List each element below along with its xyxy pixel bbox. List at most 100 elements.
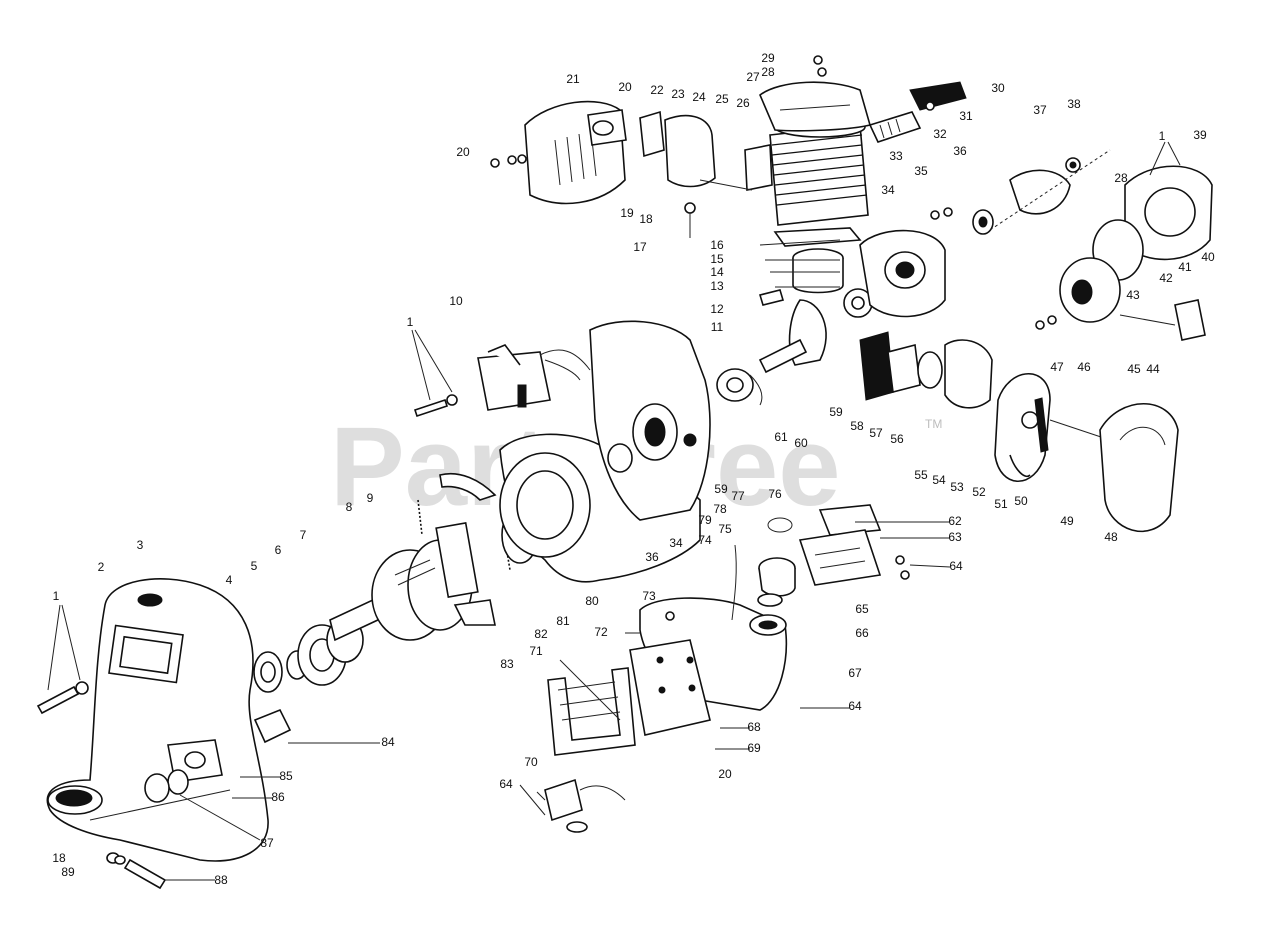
callout-number: 68 <box>747 720 761 734</box>
callout-number: 18 <box>639 212 653 226</box>
callout-number: 42 <box>1159 271 1173 285</box>
callout-number: 17 <box>633 240 647 254</box>
callout-number: 4 <box>226 573 233 587</box>
callout-number: 64 <box>848 699 862 713</box>
callout-number: 38 <box>1067 97 1081 111</box>
callout-number: 64 <box>949 559 963 573</box>
callout-number: 72 <box>594 625 608 639</box>
callout-number: 73 <box>642 589 656 603</box>
callout-number: 5 <box>251 559 258 573</box>
callout-number: 18 <box>52 851 66 865</box>
callout-number: 60 <box>794 436 808 450</box>
callout-number: 80 <box>585 594 599 608</box>
callout-number: 47 <box>1050 360 1064 374</box>
callout-number: 13 <box>710 279 724 293</box>
switch <box>544 778 626 833</box>
callout-number: 89 <box>61 865 75 879</box>
callout-number: 63 <box>948 530 962 544</box>
callout-number: 50 <box>1014 494 1028 508</box>
callout-number: 58 <box>850 419 864 433</box>
starter-group <box>1035 165 1213 341</box>
callout-number: 8 <box>346 500 353 514</box>
cylinder <box>769 116 869 226</box>
guard <box>547 667 636 756</box>
callout-number: 21 <box>566 72 580 86</box>
callout-number: 26 <box>736 96 750 110</box>
callout-number: 29 <box>761 51 775 65</box>
callout-number: 64 <box>499 777 513 791</box>
ignition-module <box>413 344 591 418</box>
callout-number: 71 <box>529 644 543 658</box>
callout-number: 23 <box>671 87 685 101</box>
piston-crank <box>758 227 873 374</box>
cylinder-cover <box>759 55 871 132</box>
part-76-circle <box>767 517 793 533</box>
callout-number: 36 <box>645 550 659 564</box>
callout-number: 14 <box>710 265 724 279</box>
callout-number: 24 <box>692 90 706 104</box>
callout-number: 57 <box>869 426 883 440</box>
callout-number: 41 <box>1178 260 1192 274</box>
callout-number: 36 <box>953 144 967 158</box>
callout-number: 33 <box>889 149 903 163</box>
callout-number: 37 <box>1033 103 1047 117</box>
callout-number: 88 <box>214 873 228 887</box>
callout-number: 56 <box>890 432 904 446</box>
cover-plate <box>989 149 1111 231</box>
callout-number: 7 <box>300 528 307 542</box>
leader-lines <box>47 141 1181 881</box>
callout-number: 70 <box>524 755 538 769</box>
callout-number: 39 <box>1193 128 1207 142</box>
callout-number: 32 <box>933 127 947 141</box>
callout-number: 76 <box>768 487 782 501</box>
fuel-tank-group <box>629 544 788 736</box>
callout-number: 35 <box>914 164 928 178</box>
callout-number: 66 <box>855 626 869 640</box>
callout-number: 87 <box>260 836 274 850</box>
air-filter-group <box>994 373 1179 533</box>
callout-number: 79 <box>698 513 712 527</box>
callout-number: 34 <box>669 536 683 550</box>
callout-number: 15 <box>710 252 724 266</box>
callout-number: 74 <box>698 533 712 547</box>
callout-number: 43 <box>1126 288 1140 302</box>
callout-number: 65 <box>855 602 869 616</box>
callout-number: 11 <box>711 320 724 334</box>
callout-number: 20 <box>718 767 732 781</box>
callout-number: 84 <box>381 735 395 749</box>
engine-case <box>499 320 711 583</box>
callout-number: 2 <box>98 560 105 574</box>
crankcase-half <box>859 207 994 318</box>
callout-number: 1 <box>53 589 60 603</box>
callout-number: 69 <box>747 741 761 755</box>
plate-and-cap <box>757 504 910 607</box>
callout-number: 53 <box>950 480 964 494</box>
callout-number: 22 <box>650 83 664 97</box>
callout-number: 9 <box>367 491 374 505</box>
callout-number: 54 <box>932 473 946 487</box>
callout-number: 34 <box>881 183 895 197</box>
callout-number: 61 <box>774 430 788 444</box>
callout-number: 20 <box>456 145 470 159</box>
callout-number: 28 <box>761 65 775 79</box>
callout-number: 3 <box>137 538 144 552</box>
callout-number: 81 <box>556 614 570 628</box>
callout-number: 78 <box>713 502 727 516</box>
callout-number: 82 <box>534 627 548 641</box>
callout-number: 6 <box>275 543 282 557</box>
callout-number: 59 <box>714 482 728 496</box>
callout-number: 12 <box>710 302 724 316</box>
callout-number: 31 <box>959 109 973 123</box>
callout-number: 27 <box>746 70 760 84</box>
callout-labels: 1112345678910111213141516171818192020202… <box>52 51 1215 887</box>
callout-number: 55 <box>914 468 928 482</box>
callout-number: 28 <box>1114 171 1128 185</box>
callout-number: 48 <box>1104 530 1118 544</box>
callout-number: 25 <box>715 92 729 106</box>
spark-plug <box>868 81 967 143</box>
parts-drawing <box>36 55 1213 890</box>
callout-number: 20 <box>618 80 632 94</box>
callout-number: 67 <box>848 666 862 680</box>
callout-number: 46 <box>1077 360 1091 374</box>
callout-number: 77 <box>731 489 745 503</box>
